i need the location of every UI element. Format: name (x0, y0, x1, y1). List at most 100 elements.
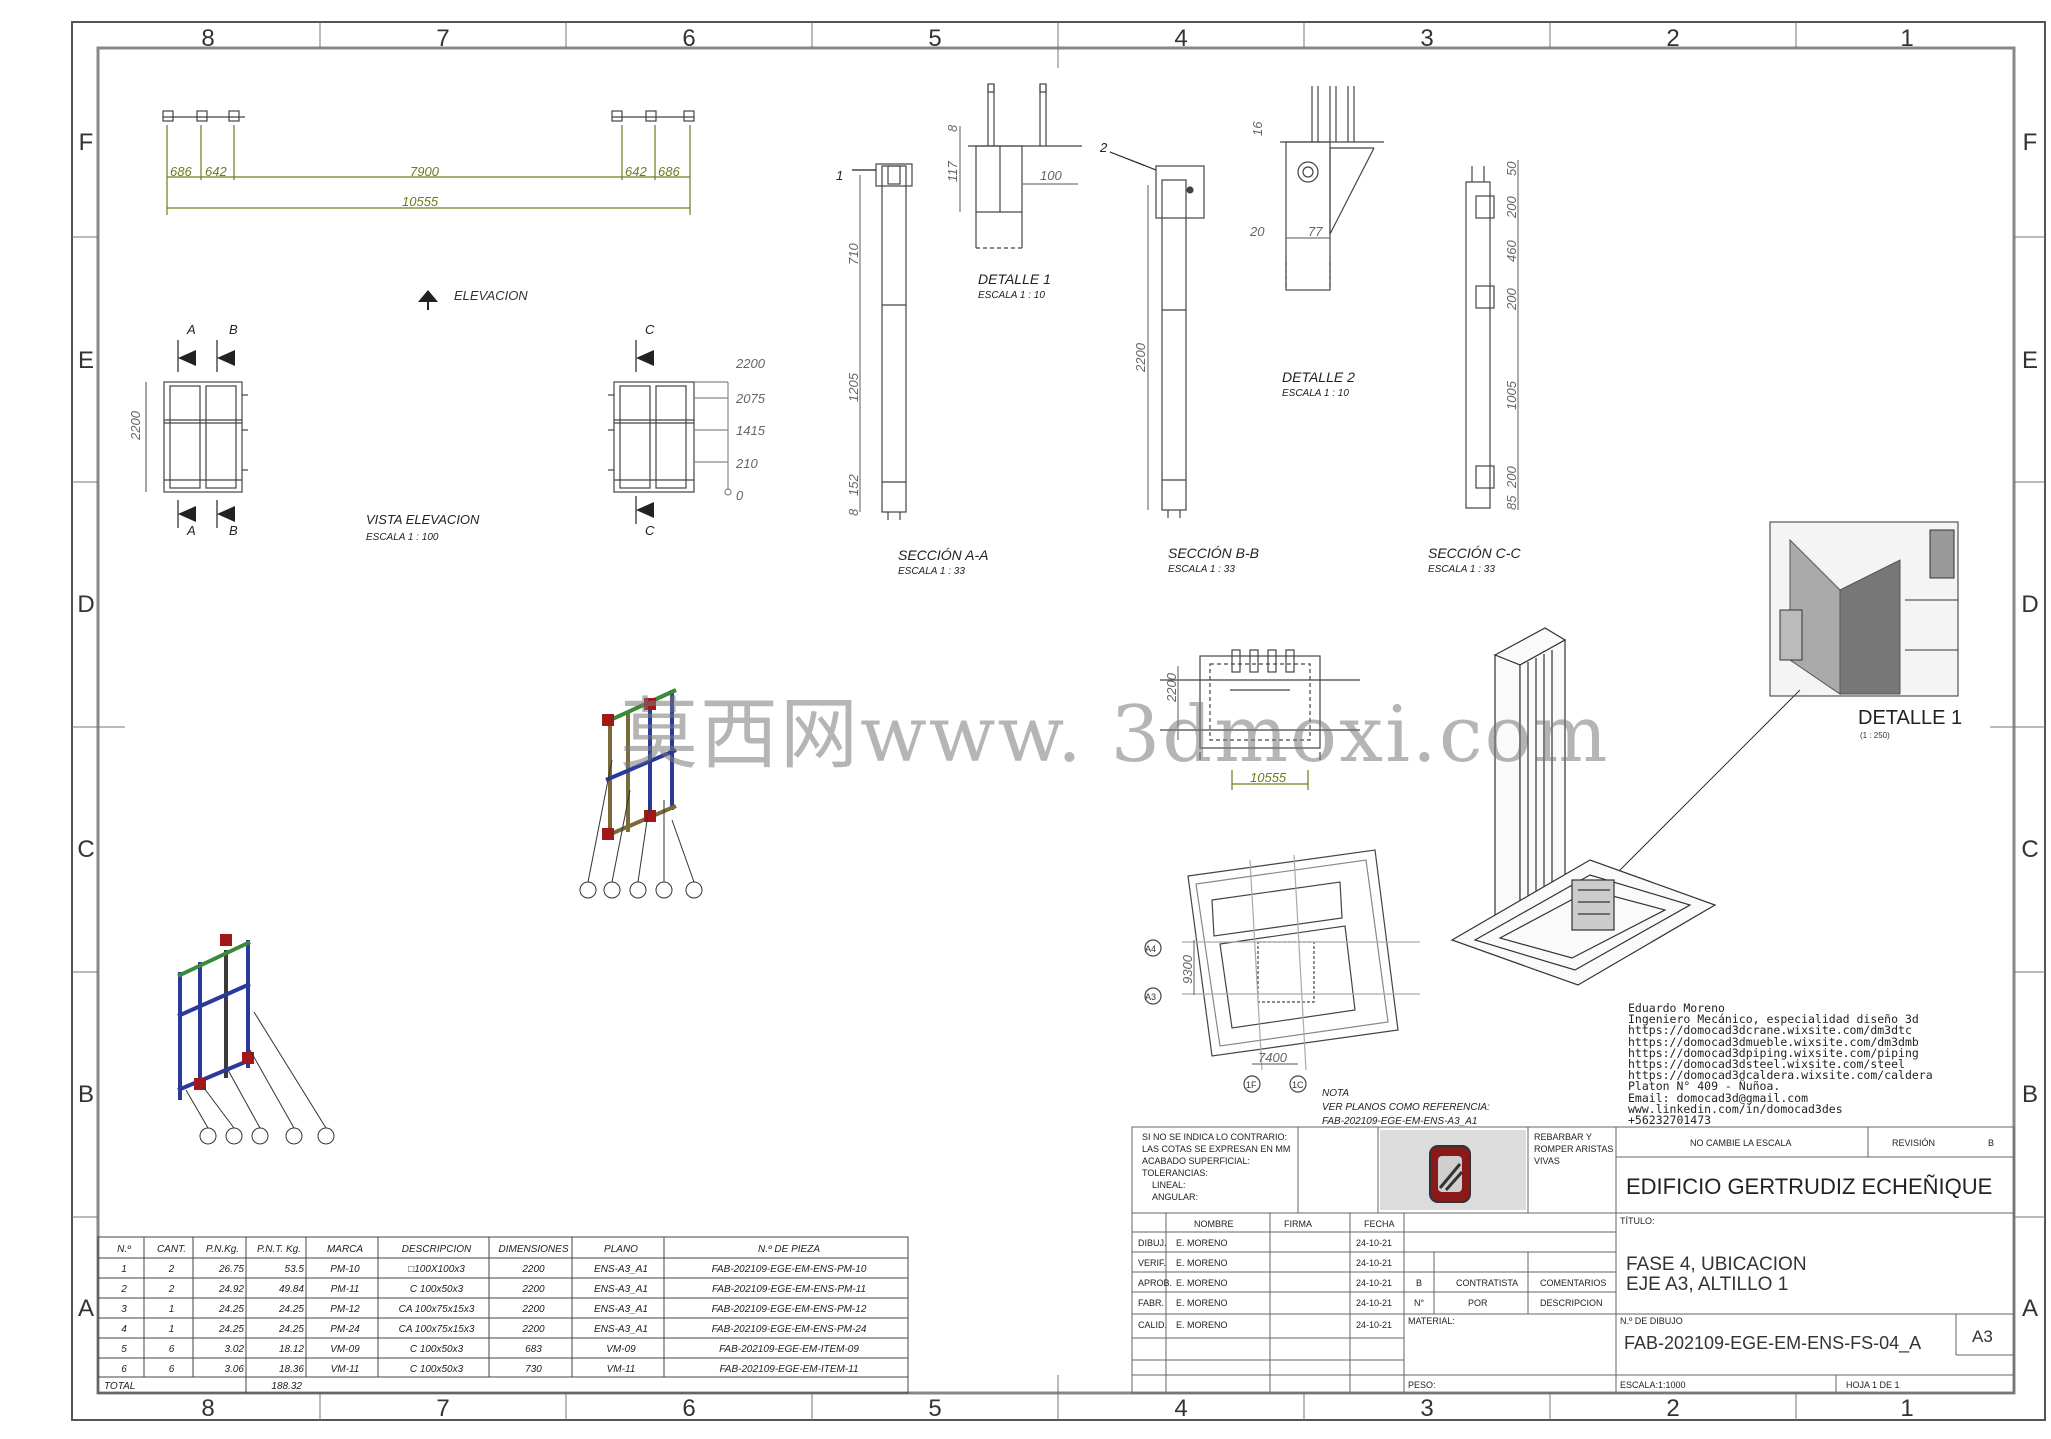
zone-labels: 8 7 6 5 4 3 2 1 8 7 6 5 4 3 2 1 F E D C … (77, 25, 2038, 1422)
section-a-dim-1205: 1205 (846, 372, 861, 402)
detail-1-dim-8: 8 (945, 124, 960, 132)
section-c-dim-460: 460 (1504, 240, 1519, 262)
detail-1-dims: 8 117 100 (945, 124, 1062, 183)
detail-2-dim-20: 20 (1249, 224, 1265, 239)
detail-1 (959, 83, 1082, 249)
bom-cell-r4-c2: 1 (169, 1324, 175, 1335)
detail-2-dims: 16 20 77 (1249, 121, 1323, 239)
role-3-name: E. MORENO (1176, 1278, 1228, 1288)
axis-a3: A3 (1145, 992, 1156, 1002)
zone-bottom-3: 6 (682, 1395, 695, 1422)
section-a-dims: 710 1205 152 8 1 (836, 168, 861, 516)
detail-2-dim-16: 16 (1250, 121, 1265, 136)
bom-cell-r5-c7: 683 (525, 1344, 542, 1355)
contact-line-6[interactable]: https://domocad3dsteel.wixsite.com/steel (1628, 1057, 1905, 1072)
contact-line-1: Eduardo Moreno (1628, 1001, 1725, 1015)
role-5-name: E. MORENO (1176, 1320, 1228, 1330)
elevation-dims: 686 642 7900 642 686 10555 (170, 164, 680, 209)
section-a-dim-152: 152 (846, 474, 861, 496)
vista-elevacion-scale: ESCALA 1 : 100 (366, 532, 439, 543)
bom-cell-r1-c7: 2200 (521, 1264, 545, 1275)
bom-cell-r3-c4: 24.25 (278, 1304, 304, 1315)
bom-cell-r6-c2: 6 (169, 1364, 175, 1375)
general-notes: SI NO SE INDICA LO CONTRARIO: LAS COTAS … (1142, 1132, 1994, 1202)
section-c-dim-200-b: 200 (1504, 288, 1519, 311)
bom-cell-r2-c7: 2200 (521, 1284, 545, 1295)
bom-cell-r1-c8: ENS-A3_A1 (594, 1264, 648, 1275)
elevation-height: 2200 (128, 410, 143, 441)
contact-line-5[interactable]: https://domocad3dpiping.wixsite.com/pipi… (1628, 1045, 1919, 1060)
contact-line-9[interactable]: Email: domocad3d@gmail.com (1628, 1090, 1809, 1105)
note-label: NOTA (1322, 1088, 1349, 1099)
sheet-size: A3 (1972, 1327, 1993, 1346)
rev-table-b: B (1416, 1278, 1422, 1288)
bom-cell-r1-c4: 53.5 (285, 1264, 305, 1275)
general-note-3: ACABADO SUPERFICIAL: (1142, 1156, 1250, 1166)
dim-7900: 7900 (410, 164, 440, 179)
section-letter-b-bottom: B (229, 523, 238, 538)
drawing-no-label: N.º DE DIBUJO (1620, 1316, 1683, 1326)
section-b-dim-2200: 2200 (1133, 342, 1148, 373)
bom-table (97, 1236, 909, 1394)
iso-detail-title: DETALLE 1 (1858, 707, 1962, 729)
general-note-5: LINEAL: (1152, 1180, 1186, 1190)
title-label: TÍTULO: (1620, 1216, 1655, 1226)
contact-line-10[interactable]: www.linkedin.com/in/domocad3des (1628, 1101, 1843, 1116)
iso-frame-center-balloons (579, 759, 703, 899)
bom-header-8: PLANO (604, 1244, 638, 1255)
bom-cell-r6-c8: VM-11 (607, 1364, 636, 1375)
zone-left-c: C (77, 836, 94, 863)
site-dim-9300: 9300 (1180, 954, 1195, 984)
title-line-2: EJE A3, ALTILLO 1 (1626, 1274, 1788, 1295)
zone-top-3: 6 (682, 25, 695, 52)
zone-right-c: C (2021, 836, 2038, 863)
section-c-c (1465, 160, 1519, 510)
contact-line-7[interactable]: https://domocad3dcaldera.wixsite.com/cal… (1628, 1068, 1933, 1083)
bom-cell-r2-c5: PM-11 (331, 1284, 360, 1295)
edge-note-3: VIVAS (1534, 1156, 1560, 1166)
zone-bottom-7: 2 (1666, 1395, 1679, 1422)
role-4: FABR. (1138, 1298, 1164, 1308)
zone-bottom-4: 5 (928, 1395, 941, 1422)
bom-cell-r1-c9: FAB-202109-EGE-EM-ENS-PM-10 (712, 1264, 867, 1275)
bom-cell-r5-c1: 5 (121, 1344, 127, 1355)
bom-cell-r6-c1: 6 (121, 1364, 127, 1375)
section-c-dim-85: 85 (1504, 495, 1519, 510)
section-c-dims: 50 200 460 200 1005 200 85 (1504, 161, 1519, 510)
bom-cell-r3-c3: 24.25 (218, 1304, 244, 1315)
level-210: 210 (735, 456, 758, 471)
zone-top-5: 4 (1174, 25, 1187, 52)
section-c-dim-50: 50 (1504, 161, 1519, 176)
bom-cell-r5-c2: 6 (169, 1344, 175, 1355)
contact-line-4[interactable]: https://domocad3dmueble.wixsite.com/dm3d… (1628, 1034, 1919, 1049)
project-name: EDIFICIO GERTRUDIZ ECHEÑIQUE (1626, 1174, 1992, 1199)
elevation-marker: ELEVACION (418, 288, 528, 310)
level-2200: 2200 (735, 356, 766, 371)
bom-cell-r5-c3: 3.02 (225, 1344, 245, 1355)
title-block-lines (1131, 1126, 2015, 1394)
bom-cell-r4-c6: CA 100x75x15x3 (399, 1324, 475, 1335)
role-3: APROB. (1138, 1278, 1172, 1288)
drawing-number: FAB-202109-EGE-EM-ENS-FS-04_A (1624, 1333, 1921, 1354)
edge-note-2: ROMPER ARISTAS (1534, 1144, 1613, 1154)
dim-686-left: 686 (170, 164, 192, 179)
section-b-callout: 2 (1099, 140, 1108, 155)
role-1-name: E. MORENO (1176, 1238, 1228, 1248)
zone-right-b: B (2022, 1081, 2038, 1108)
detail-2-scale: ESCALA 1 : 10 (1282, 388, 1349, 399)
bom-cell-r6-c5: VM-11 (331, 1364, 360, 1375)
col-header-signature: FIRMA (1284, 1219, 1312, 1229)
bom-cell-r3-c1: 3 (121, 1304, 127, 1315)
section-a-scale: ESCALA 1 : 33 (898, 566, 965, 577)
contact-line-3[interactable]: https://domocad3dcrane.wixsite.com/dm3dt… (1628, 1023, 1912, 1038)
rev-table-n: N° (1414, 1298, 1424, 1308)
zone-right-a: A (2022, 1295, 2038, 1322)
section-b-scale: ESCALA 1 : 33 (1168, 564, 1235, 575)
zone-top-7: 2 (1666, 25, 1679, 52)
detail-1-scale: ESCALA 1 : 10 (978, 290, 1045, 301)
role-1-date: 24-10-21 (1356, 1238, 1392, 1248)
revision-value: B (1988, 1138, 1994, 1148)
approval-grid: NOMBRE FIRMA FECHA DIBUJ. E. MORENO 24-1… (1138, 1216, 1900, 1390)
bom-total-value: 188.32 (271, 1381, 302, 1392)
